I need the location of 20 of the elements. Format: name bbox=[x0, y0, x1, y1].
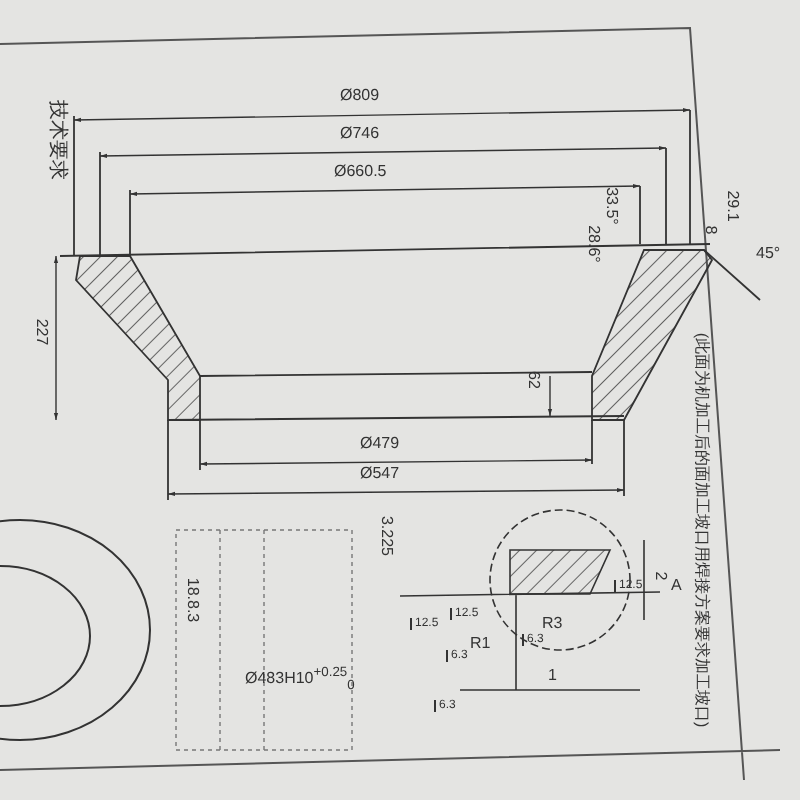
dimension-text: 227 bbox=[32, 318, 49, 346]
note-text: (此面为机加工后的面加工坡口用焊接方案要求加工坡口) bbox=[692, 332, 709, 728]
dimension-text: Ø660.5 bbox=[334, 164, 387, 180]
technical-requirements-heading: 技术要求 bbox=[46, 100, 66, 180]
radius-text: R3 bbox=[542, 616, 563, 632]
view-letter: A bbox=[671, 578, 682, 594]
radius-text: R1 bbox=[470, 636, 491, 652]
dimension-text: Ø746 bbox=[340, 126, 380, 142]
dimension-text: 29.1 bbox=[723, 190, 740, 222]
dimension-text: Ø547 bbox=[360, 466, 400, 482]
dimension-text: 2 bbox=[652, 571, 669, 581]
date-text: 18.8.3 bbox=[184, 577, 201, 623]
angle-text: 45° bbox=[756, 246, 781, 262]
angle-text: 33.5° bbox=[601, 187, 618, 225]
dimension-text: 3.225 bbox=[378, 515, 395, 557]
angle-text: 28.6° bbox=[583, 225, 600, 263]
dimension-text: Ø479 bbox=[360, 436, 400, 452]
dimension-text: Ø809 bbox=[340, 88, 380, 104]
dimension-text: 8 bbox=[702, 225, 719, 235]
dimension-text: 1 bbox=[548, 668, 557, 684]
